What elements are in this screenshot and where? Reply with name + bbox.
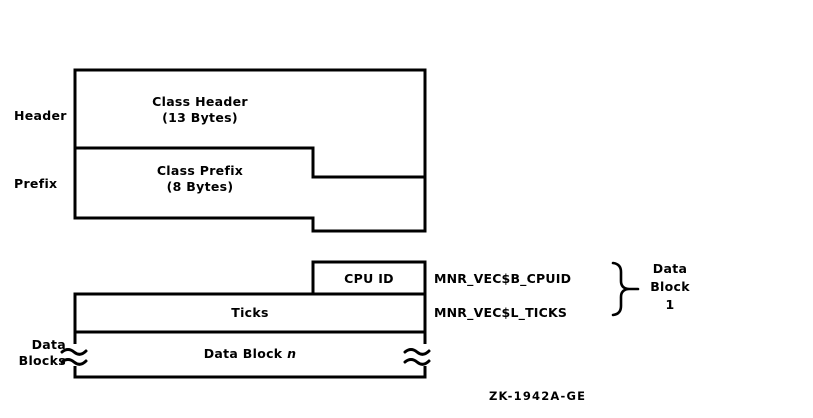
- break-mark-left-icon: [60, 344, 88, 366]
- data-block-1-label-line2: Block: [650, 279, 690, 294]
- field-name-ticks: MNR_VEC$L_TICKS: [434, 305, 568, 320]
- data-blocks-side-label-line1: Data: [31, 337, 66, 352]
- class-prefix-subtitle: (8 Bytes): [166, 179, 234, 194]
- data-block-n-label-prefix: Data Block: [203, 346, 288, 361]
- cpu-id-label: CPU ID: [344, 271, 394, 286]
- break-mark-right-icon: [403, 344, 431, 366]
- ticks-box: [73, 292, 427, 334]
- data-blocks-side-label-line2: Blocks: [18, 353, 66, 368]
- data-block-n-label: Data Block n: [75, 346, 425, 362]
- class-structure-outline: [73, 68, 427, 233]
- data-block-n-label-index: n: [287, 346, 297, 361]
- data-block-1-brace-icon: [611, 261, 640, 317]
- side-label-header: Header: [14, 108, 67, 123]
- cpu-id-box: [311, 260, 427, 296]
- side-label-prefix: Prefix: [14, 176, 58, 191]
- data-block-1-label-line3: 1: [665, 297, 675, 312]
- class-header-title: Class Header: [152, 94, 248, 109]
- field-name-cpuid: MNR_VEC$B_CPUID: [434, 271, 572, 286]
- class-prefix-title: Class Prefix: [156, 163, 244, 178]
- ticks-label: Ticks: [231, 305, 269, 320]
- data-block-1-label-line1: Data: [652, 261, 688, 276]
- header-prefix-divider: [75, 146, 425, 179]
- data-block-n-box: [73, 330, 427, 379]
- figure-id-caption: ZK-1942A-GE: [489, 389, 587, 403]
- class-header-subtitle: (13 Bytes): [162, 110, 238, 125]
